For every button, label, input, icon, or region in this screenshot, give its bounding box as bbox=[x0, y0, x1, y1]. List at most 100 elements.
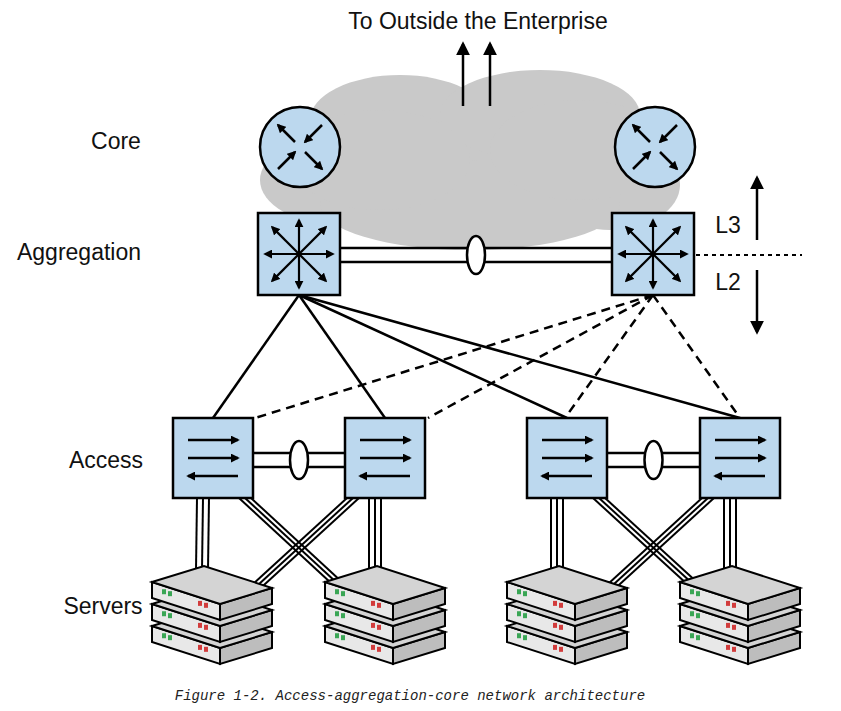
status-led bbox=[690, 611, 694, 616]
core-router bbox=[615, 107, 695, 187]
switch-arrow bbox=[626, 227, 653, 254]
uplink-arrows bbox=[463, 44, 490, 106]
status-led bbox=[523, 613, 527, 618]
server-top bbox=[152, 566, 272, 604]
row-label: To Outside the Enterprise bbox=[348, 9, 608, 34]
uplink-arrow bbox=[462, 44, 465, 106]
switch-arrow bbox=[715, 439, 765, 442]
status-led bbox=[553, 601, 557, 606]
switch-arrow bbox=[652, 220, 654, 254]
server-link bbox=[723, 498, 725, 570]
status-led bbox=[559, 625, 563, 630]
row-label: Aggregation bbox=[17, 240, 141, 265]
status-led bbox=[696, 635, 700, 640]
switch-arrow bbox=[360, 457, 410, 460]
aggregation-switch bbox=[612, 213, 694, 295]
uplink-arrow bbox=[489, 44, 492, 106]
status-led bbox=[523, 635, 527, 640]
status-led bbox=[377, 603, 381, 608]
server-link bbox=[208, 498, 209, 570]
port-channel-oval bbox=[290, 441, 308, 479]
router-arrow bbox=[660, 125, 677, 142]
row-label: L3 bbox=[715, 213, 741, 238]
status-led bbox=[377, 647, 381, 652]
status-led bbox=[690, 633, 694, 638]
status-led bbox=[162, 589, 166, 594]
switch-arrow bbox=[188, 457, 238, 460]
status-led bbox=[204, 647, 208, 652]
status-led bbox=[335, 589, 339, 594]
status-led bbox=[341, 635, 345, 640]
access-switch bbox=[173, 418, 253, 498]
router-arrow bbox=[278, 152, 295, 169]
switch-body bbox=[700, 418, 780, 498]
switch-arrow bbox=[653, 253, 687, 255]
switch-arrow bbox=[715, 475, 765, 478]
server-link bbox=[374, 498, 376, 570]
l2-arrow bbox=[756, 270, 759, 332]
solid-uplink bbox=[299, 295, 740, 418]
status-led bbox=[198, 645, 202, 650]
standby-uplink bbox=[255, 295, 653, 418]
status-led bbox=[553, 623, 557, 628]
switch-body bbox=[527, 418, 607, 498]
standby-uplink bbox=[565, 295, 653, 418]
status-led bbox=[696, 613, 700, 618]
switch-arrow bbox=[298, 220, 300, 254]
status-led bbox=[553, 645, 557, 650]
server-top bbox=[507, 566, 627, 604]
status-led bbox=[559, 647, 563, 652]
switch-arrow bbox=[188, 475, 238, 478]
status-led bbox=[726, 645, 730, 650]
switch-arrow bbox=[542, 475, 592, 478]
switch-arrow bbox=[715, 457, 765, 460]
server-link bbox=[368, 498, 370, 570]
switch-arrow bbox=[188, 439, 238, 442]
server-top bbox=[325, 566, 445, 604]
standby-uplink bbox=[428, 295, 653, 418]
switch-arrow bbox=[265, 253, 299, 255]
server-top bbox=[680, 566, 800, 604]
status-led bbox=[732, 603, 736, 608]
status-led bbox=[523, 591, 527, 596]
server-stack bbox=[325, 566, 445, 664]
uplinks bbox=[213, 295, 740, 418]
status-led bbox=[690, 589, 694, 594]
status-led bbox=[204, 625, 208, 630]
server-link bbox=[380, 498, 382, 570]
router-body bbox=[615, 107, 695, 187]
router-arrow bbox=[305, 152, 322, 169]
server-links bbox=[196, 498, 736, 595]
switch-arrow bbox=[652, 254, 654, 288]
server-stack bbox=[507, 566, 627, 664]
server-link bbox=[562, 498, 564, 570]
status-led bbox=[371, 645, 375, 650]
router-arrow bbox=[633, 125, 650, 142]
switch-arrow bbox=[298, 254, 300, 288]
switch-arrow bbox=[299, 254, 326, 281]
standby-uplink bbox=[653, 295, 740, 418]
status-led bbox=[198, 601, 202, 606]
router-arrow bbox=[278, 125, 295, 142]
status-led bbox=[517, 611, 521, 616]
switch-arrow bbox=[542, 439, 592, 442]
switch-body bbox=[345, 418, 425, 498]
aggregation-switch bbox=[258, 213, 340, 295]
status-led bbox=[168, 613, 172, 618]
status-led bbox=[162, 611, 166, 616]
access-switch bbox=[345, 418, 425, 498]
server-link bbox=[202, 498, 203, 570]
server-link bbox=[556, 498, 558, 570]
status-led bbox=[517, 589, 521, 594]
server-stack bbox=[680, 566, 800, 664]
figure-caption: Figure 1-2. Access-aggregation-core netw… bbox=[175, 688, 645, 705]
router-body bbox=[260, 107, 340, 187]
server-link bbox=[196, 498, 197, 570]
status-led bbox=[371, 623, 375, 628]
row-label: Servers bbox=[63, 594, 142, 619]
server-stack bbox=[152, 566, 272, 664]
access-switch bbox=[700, 418, 780, 498]
port-channel-oval bbox=[467, 236, 485, 274]
row-label: Access bbox=[69, 448, 143, 473]
server-link bbox=[735, 498, 737, 570]
